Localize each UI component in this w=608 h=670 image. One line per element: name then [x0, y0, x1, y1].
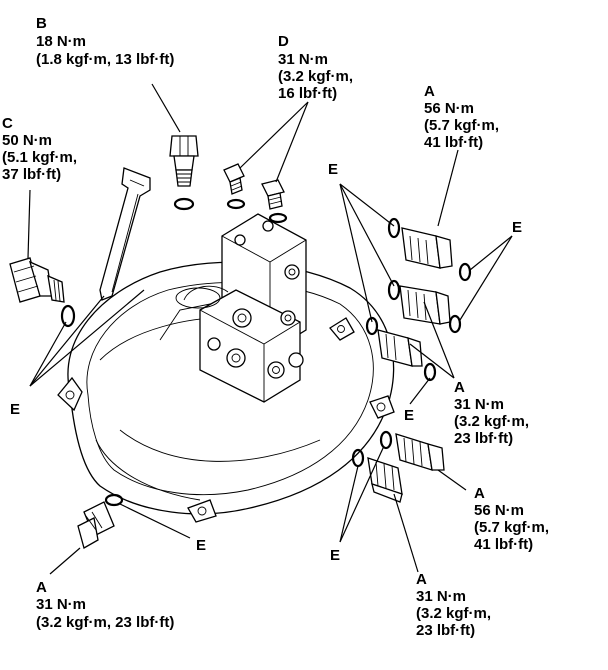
callout-a-right-torque: 56 N·m — [474, 502, 524, 519]
callout-a-bottom-right-letter: A — [416, 571, 427, 588]
valve-body — [175, 213, 307, 403]
callout-a-top-letter: A — [424, 83, 435, 100]
callout-a-mid-torque: 31 N·m — [454, 396, 504, 413]
callout-a-mid-letter: A — [454, 379, 465, 396]
sensor-c — [9, 257, 65, 303]
callout-a-bottom-right: A 31 N·m (3.2 kgf·m, 23 lbf·ft) — [416, 571, 491, 639]
callout-a-mid-conversion-2: 23 lbf·ft) — [454, 430, 513, 447]
callout-a-bottom-right-torque: 31 N·m — [416, 588, 466, 605]
callout-b-torque: 18 N·m — [36, 33, 86, 50]
callout-a-top: A 56 N·m (5.7 kgf·m, 41 lbf·ft) — [424, 83, 499, 151]
callout-a-bottom-left-torque: 31 N·m — [36, 596, 86, 613]
callout-c-conversion-1: (5.1 kgf·m, — [2, 149, 77, 166]
callout-a-right-letter: A — [474, 485, 485, 502]
bracket — [99, 167, 151, 301]
callout-a-right-conversion-2: 41 lbf·ft) — [474, 536, 533, 553]
callout-a-bottom-left: A 31 N·m (3.2 kgf·m, 23 lbf·ft) — [36, 579, 174, 631]
washer-labels: E E E E E E — [10, 161, 522, 564]
callout-d-conversion-1: (3.2 kgf·m, — [278, 68, 353, 85]
washer-label-bottom-right: E — [330, 547, 340, 564]
callout-a-bottom-right-conversion-2: 23 lbf·ft) — [416, 622, 475, 639]
callout-c-torque: 50 N·m — [2, 132, 52, 149]
fitting-a-right — [395, 433, 445, 471]
callout-b-letter: B — [36, 15, 47, 32]
callout-c-conversion-2: 37 lbf·ft) — [2, 166, 61, 183]
washer-label-bottom: E — [196, 537, 206, 554]
bolt-d-right — [261, 179, 285, 210]
washer-label-top: E — [328, 161, 338, 178]
callout-a-bottom-right-conversion-1: (3.2 kgf·m, — [416, 605, 491, 622]
callout-a-right: A 56 N·m (5.7 kgf·m, 41 lbf·ft) — [474, 485, 549, 553]
callout-b: B 18 N·m (1.8 kgf·m, 13 lbf·ft) — [36, 15, 174, 68]
washer-label-right: E — [512, 219, 522, 236]
callout-c-letter: C — [2, 115, 13, 132]
fitting-a-bottom-right — [367, 457, 403, 503]
bolt-d-left — [223, 163, 245, 195]
leader-lines — [27, 83, 513, 575]
callout-c: C 50 N·m (5.1 kgf·m, 37 lbf·ft) — [2, 115, 77, 183]
callout-d-conversion-2: 16 lbf·ft) — [278, 85, 337, 102]
callout-a-top-conversion-1: (5.7 kgf·m, — [424, 117, 499, 134]
washer-label-left: E — [10, 401, 20, 418]
callout-b-conversion: (1.8 kgf·m, 13 lbf·ft) — [36, 51, 174, 68]
callout-a-bottom-left-conversion: (3.2 kgf·m, 23 lbf·ft) — [36, 614, 174, 631]
cover-plate — [57, 261, 395, 523]
fitting-a-bottom-left — [77, 501, 115, 549]
washer-label-mid: E — [404, 407, 414, 424]
callout-d: D 31 N·m (3.2 kgf·m, 16 lbf·ft) — [278, 33, 353, 102]
callout-a-mid: A 31 N·m (3.2 kgf·m, 23 lbf·ft) — [454, 379, 529, 447]
fitting-a-top — [401, 227, 453, 269]
washers — [60, 197, 472, 507]
callout-a-top-torque: 56 N·m — [424, 100, 474, 117]
callout-a-top-conversion-2: 41 lbf·ft) — [424, 134, 483, 151]
callout-d-letter: D — [278, 33, 289, 50]
callout-a-bottom-left-letter: A — [36, 579, 47, 596]
pressure-switch-b — [169, 135, 199, 187]
callout-a-right-conversion-1: (5.7 kgf·m, — [474, 519, 549, 536]
callout-d-torque: 31 N·m — [278, 51, 328, 68]
callout-a-mid-conversion-1: (3.2 kgf·m, — [454, 413, 529, 430]
